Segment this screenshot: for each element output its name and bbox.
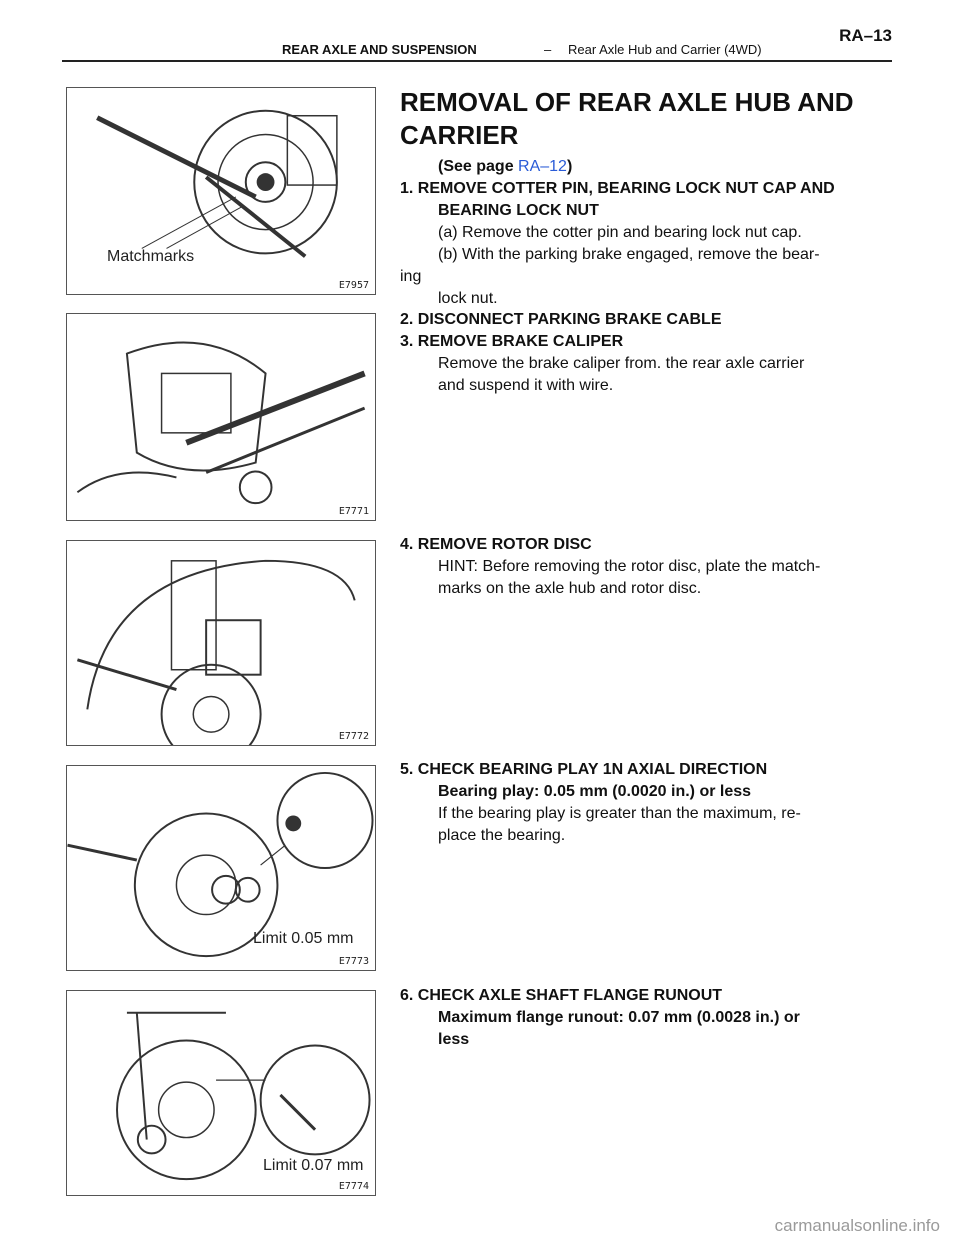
figure-flange-runout: Limit 0.07 mm E7774 [66, 990, 376, 1196]
step1-a: (a) Remove the cotter pin and bearing lo… [438, 224, 802, 241]
section-removal: REMOVAL OF REAR AXLE HUB AND CARRIER (Se… [400, 86, 880, 310]
section-step-4: 4. REMOVE ROTOR DISC HINT: Before removi… [400, 534, 880, 600]
step3-text2: and suspend it with wire. [438, 377, 614, 394]
header-rule [62, 60, 892, 62]
figure-bearing-play: Limit 0.05 mm E7773 [66, 765, 376, 971]
figure-callout: Matchmarks [107, 248, 195, 265]
step6-heading: 6. CHECK AXLE SHAFT FLANGE RUNOUT [400, 987, 723, 1004]
step3-heading: 3. REMOVE BRAKE CALIPER [400, 333, 624, 350]
footer-watermark: carmanualsonline.info [774, 1216, 940, 1235]
step4-heading: 4. REMOVE ROTOR DISC [400, 536, 592, 553]
header-dash: – [544, 42, 552, 57]
step1-heading: 1. REMOVE COTTER PIN, BEARING LOCK NUT C… [400, 180, 835, 197]
step1-b-cont: ing [400, 268, 422, 285]
figure-callout: Limit 0.07 mm [263, 1157, 364, 1174]
step5-spec: Bearing play: 0.05 mm (0.0020 in.) or le… [438, 783, 752, 800]
caliper-illustration [76, 341, 366, 505]
section-title-line1: REMOVAL OF REAR AXLE HUB AND [400, 87, 854, 117]
hub-illustration [96, 109, 338, 258]
see-page-suffix: ) [566, 158, 573, 175]
page-number: RA–13 [839, 26, 892, 45]
step2-heading: 2. DISCONNECT PARKING BRAKE CABLE [400, 311, 722, 328]
header-subsection: Rear Axle Hub and Carrier (4WD) [568, 42, 762, 57]
step6-spec2: less [438, 1031, 470, 1048]
section-step-5: 5. CHECK BEARING PLAY 1N AXIAL DIRECTION… [400, 759, 880, 847]
header-section: REAR AXLE AND SUSPENSION [282, 42, 477, 57]
section-steps-2-3: 2. DISCONNECT PARKING BRAKE CABLE 3. REM… [400, 309, 880, 397]
step4-hint1: HINT: Before removing the rotor disc, pl… [438, 558, 821, 575]
see-page-prefix: (See page [438, 158, 519, 175]
see-page-reference: (See page RA–12) [400, 156, 880, 178]
step1-b-end: lock nut. [438, 290, 498, 307]
see-page-link[interactable]: RA–12 [518, 158, 567, 175]
step1-heading-cont: BEARING LOCK NUT [438, 202, 599, 219]
figure-code: E7957 [338, 280, 369, 291]
figure-code: E7772 [338, 731, 369, 742]
bearing-play-illustration [67, 771, 374, 958]
figure-code: E7773 [338, 956, 369, 967]
figure-callout: Limit 0.05 mm [253, 930, 354, 947]
section-title-line2: CARRIER [400, 120, 519, 150]
step3-text1: Remove the brake caliper from. the rear … [438, 355, 805, 372]
figure-brake-caliper: E7771 [66, 313, 376, 521]
step5-heading: 5. CHECK BEARING PLAY 1N AXIAL DIRECTION [400, 761, 768, 778]
figure-hub-matchmarks: Matchmarks E7957 [66, 87, 376, 295]
step4-hint2: marks on the axle hub and rotor disc. [438, 580, 702, 597]
page-header: REAR AXLE AND SUSPENSION – Rear Axle Hub… [62, 20, 892, 62]
flange-runout-illustration [116, 1011, 371, 1181]
step6-spec1: Maximum flange runout: 0.07 mm (0.0028 i… [438, 1009, 800, 1026]
step1-b: (b) With the parking brake engaged, remo… [438, 246, 820, 263]
step5-text2: place the bearing. [438, 827, 566, 844]
section-step-6: 6. CHECK AXLE SHAFT FLANGE RUNOUT Maximu… [400, 985, 880, 1051]
step5-text1: If the bearing play is greater than the … [438, 805, 801, 822]
figure-code: E7771 [338, 506, 369, 517]
rotor-illustration [76, 559, 356, 745]
figure-rotor-disc: E7772 [66, 540, 376, 746]
figure-code: E7774 [338, 1181, 369, 1192]
